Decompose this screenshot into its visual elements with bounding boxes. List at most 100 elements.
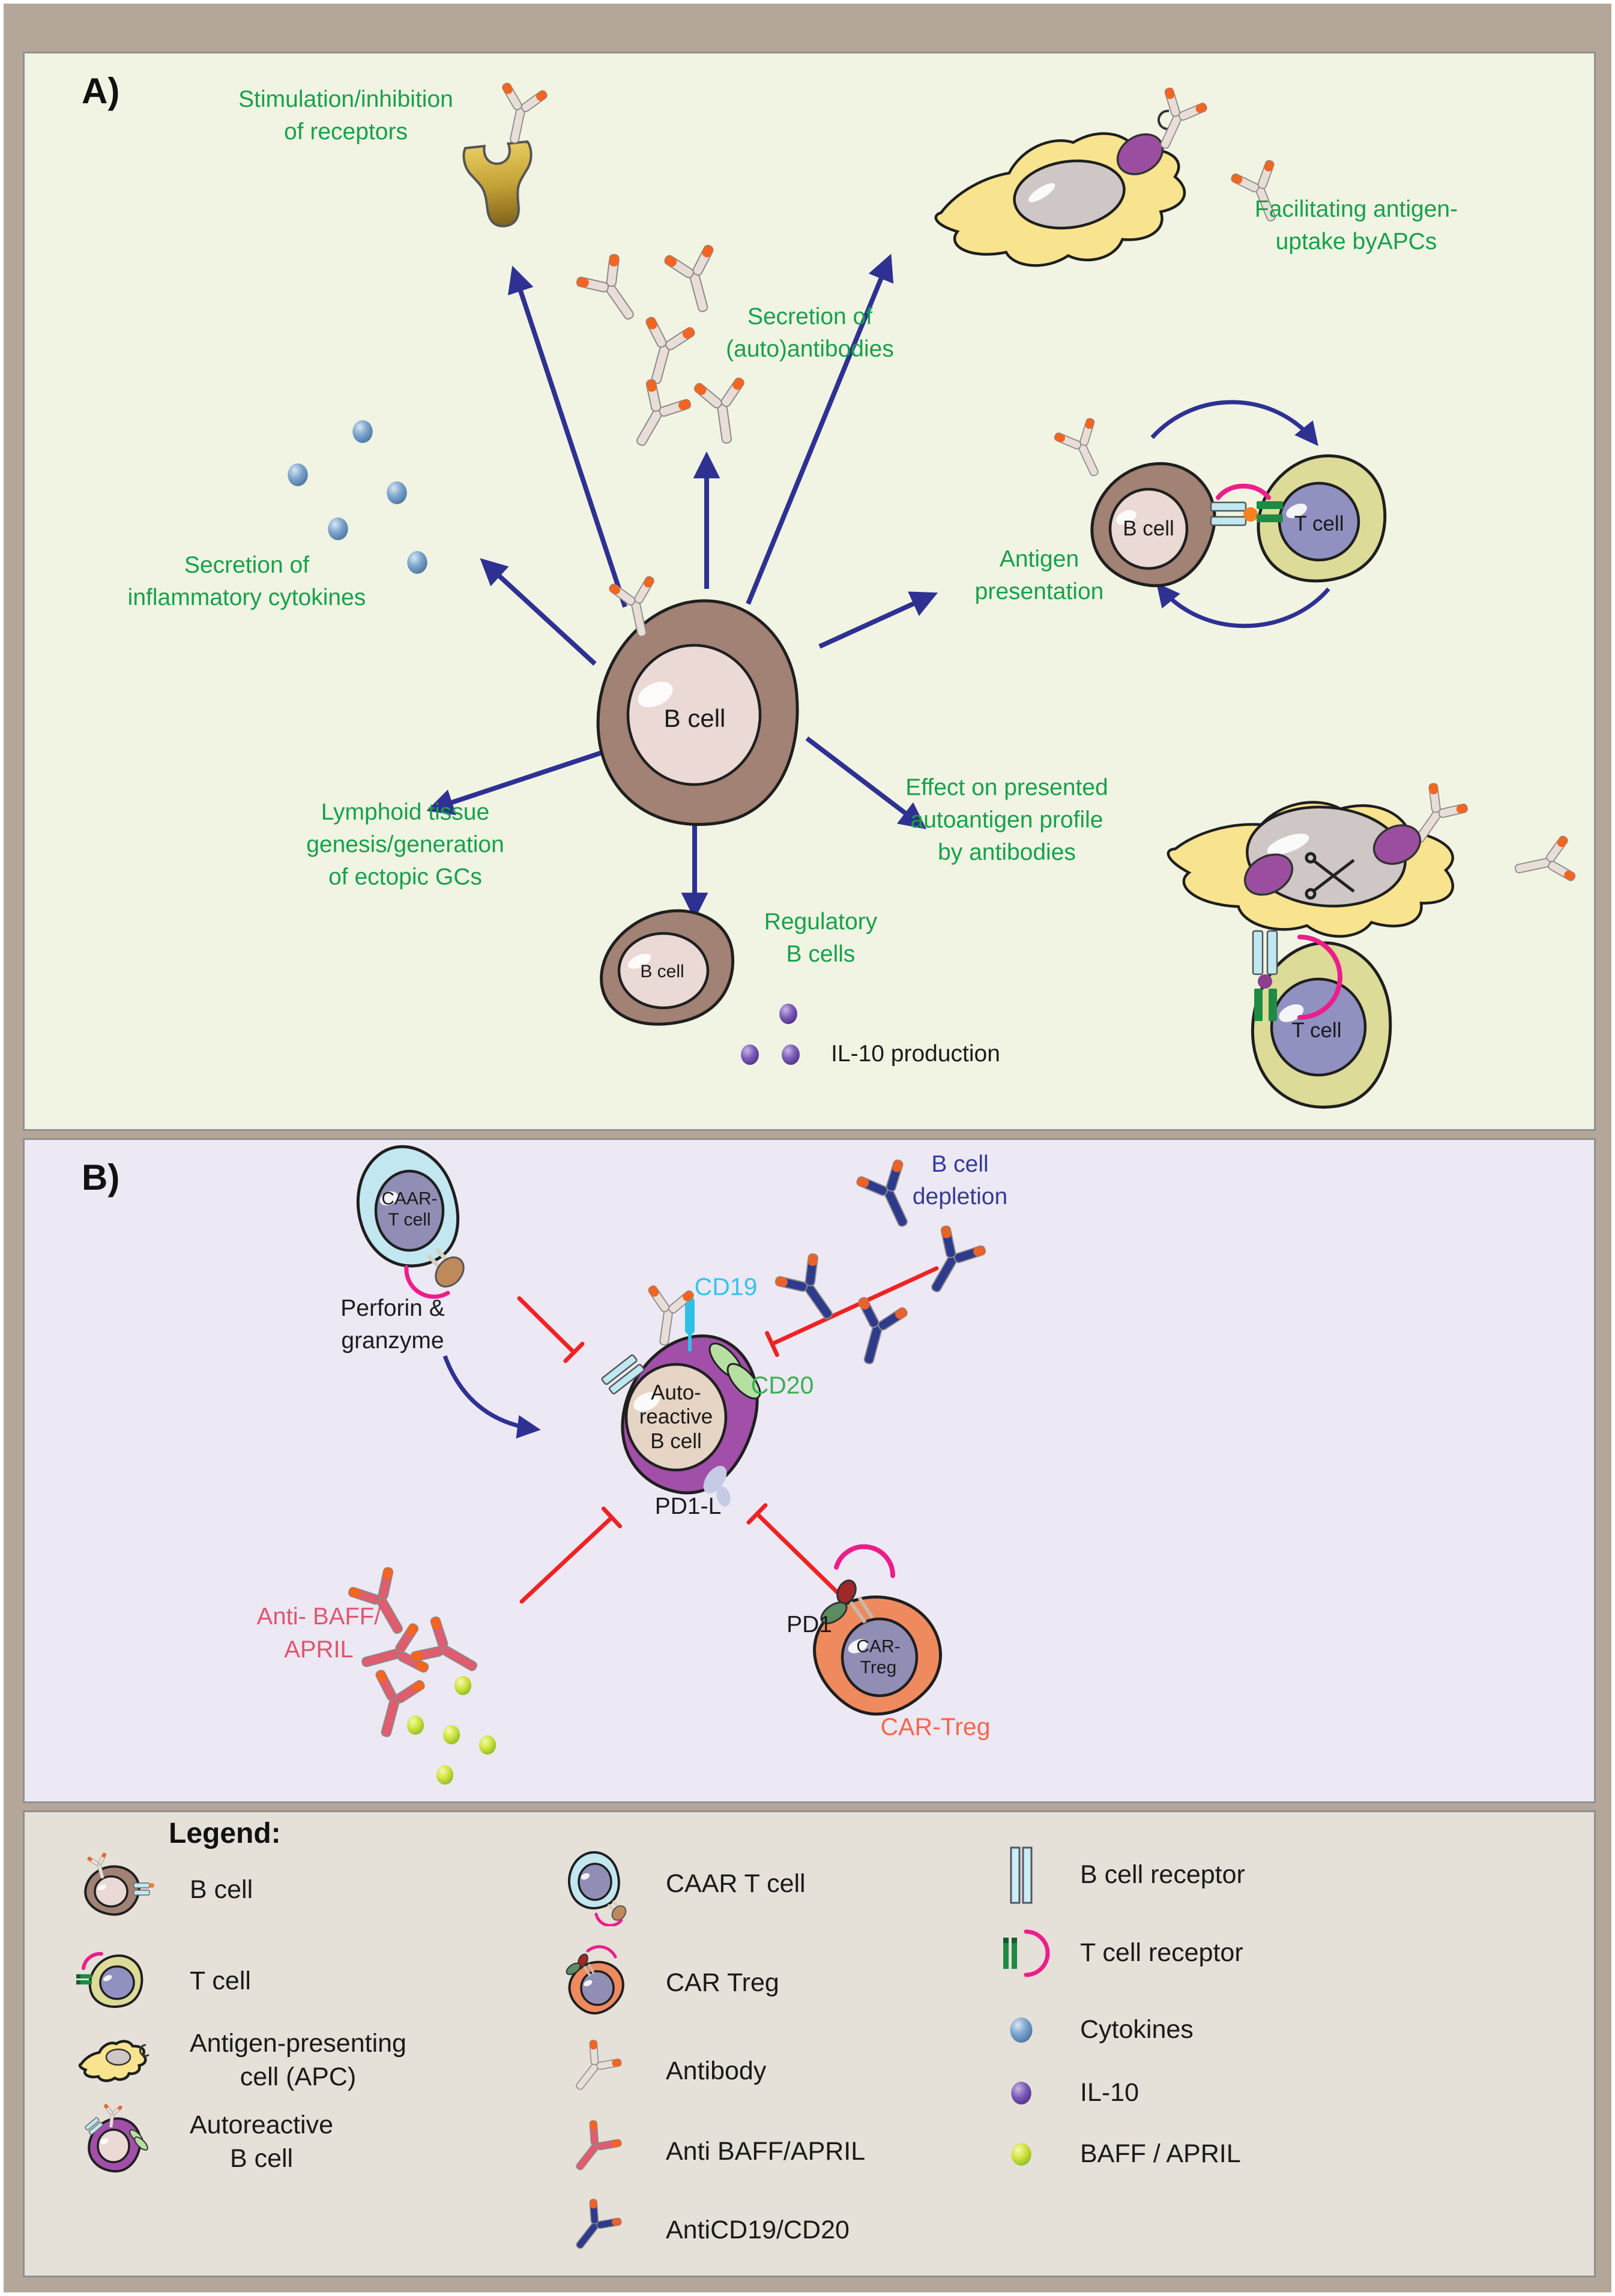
b-cell-receptor-antibody-icon — [1054, 418, 1099, 477]
cytokine-icon — [407, 551, 427, 574]
antibody-icon — [636, 379, 692, 446]
b-cell-receptor-antibody-icon — [609, 576, 654, 637]
legend-label: B cell — [190, 1875, 253, 1905]
receptor-icon — [462, 140, 533, 227]
annotation-pd1l: PD1-L — [654, 1493, 722, 1520]
anti-baff-april-icon — [348, 1567, 403, 1634]
legend-label: CAAR T cell — [666, 1869, 806, 1899]
cell-nucleus — [626, 643, 762, 786]
baff-april-icon — [406, 1716, 424, 1735]
legend-title: Legend: — [169, 1818, 281, 1849]
legend-label: Antigen-presenting cell (APC) — [190, 2029, 406, 2091]
antibody-icon — [502, 82, 548, 144]
il-10-icon — [741, 1044, 759, 1065]
anti-baff-april-icon — [375, 1669, 425, 1737]
receptor-arc-icon — [1024, 1929, 1050, 1977]
cd19-marker-icon — [685, 1297, 695, 1351]
anti-baff-april-icon — [576, 2120, 622, 2171]
legend-label: Cytokines — [1080, 2015, 1194, 2044]
cell-nucleus — [374, 1169, 445, 1252]
cell-nucleus — [1108, 487, 1189, 570]
t-cell-receptor-icon — [1003, 1938, 1017, 1969]
antibody-icon — [1415, 783, 1468, 843]
antibody-icon — [1231, 160, 1276, 221]
t-cell-receptor-icon — [1003, 1929, 1050, 1977]
anti-baff-april-icon — [361, 1623, 429, 1673]
tcr-bars-icon — [76, 1974, 92, 1984]
cytokine-icon — [328, 517, 348, 540]
il-10-icon — [779, 1004, 797, 1024]
legend-label: Autoreactive B cell — [190, 2111, 334, 2173]
bcr-bars-icon — [601, 1354, 645, 1395]
bcr-bars-icon — [85, 2117, 103, 2135]
antibody-icon — [104, 2104, 122, 2128]
anti-cd19-cd20-icon — [576, 2199, 622, 2249]
anti-cd19-cd20-icon — [931, 1225, 986, 1292]
cytokine-icon — [288, 463, 308, 486]
pd1l-marker-icon — [703, 1466, 731, 1507]
antigen-icon — [1372, 824, 1422, 865]
annotation-cd19: CD19 — [694, 1273, 758, 1301]
panel-a: A) Stimulation/inhibition of receptors F… — [23, 52, 1596, 1131]
antibody-icon — [693, 377, 744, 444]
inhibition-arrow — [765, 1266, 939, 1357]
b-cell-receptor-icon — [1010, 1846, 1033, 1904]
apc-icon — [73, 2019, 157, 2103]
legend-label: IL-10 — [1080, 2078, 1140, 2108]
cytokine-icon — [387, 481, 407, 504]
legend-label: CAR Treg — [666, 1968, 779, 1998]
annotation-secretion-cytokines: Secretion of inflammatory cytokines — [127, 552, 366, 610]
baff-april-icon — [454, 1676, 472, 1695]
cell-nucleus — [578, 1863, 612, 1901]
anti-cd19-cd20-icon — [858, 1297, 908, 1364]
caar-receptor-icon — [607, 1900, 627, 1921]
t-cell-icon — [73, 1939, 157, 2023]
receptor-arc-icon — [594, 1912, 623, 1926]
anti-cd19-cd20-icon — [856, 1159, 908, 1227]
arrow — [746, 253, 894, 605]
receptor-arc-icon — [1216, 483, 1271, 500]
legend-label: T cell — [190, 1966, 251, 1996]
presented-t-cell-label: T cell — [1294, 511, 1344, 535]
cell-nucleus — [624, 1363, 728, 1472]
annotation-stimulation: Stimulation/inhibition of receptors — [238, 86, 453, 145]
car-receptor-icon — [566, 1953, 595, 1977]
antibody-icon — [645, 316, 695, 384]
annotation-antigen-presentation: Antigen presentation — [974, 546, 1104, 604]
cell-nucleus — [1013, 159, 1126, 230]
antibody-icon — [576, 2040, 622, 2090]
caar-t-cell-icon — [553, 1842, 637, 1926]
baff-april-icon — [1011, 2143, 1031, 2166]
panel-b-art — [25, 1140, 1594, 1801]
car-treg-icon — [553, 1941, 637, 2025]
anti-baff-april-icon — [410, 1616, 477, 1671]
cell-nucleus — [105, 2048, 131, 2066]
annotation-b-cell-depletion: B cell depletion — [912, 1151, 1008, 1210]
il-10-icon — [782, 1044, 800, 1065]
panel-a-art — [288, 53, 1594, 1129]
curved-arrow — [1150, 400, 1318, 447]
receptor-arc-icon — [1297, 935, 1342, 1020]
arrow — [507, 265, 627, 608]
legend-label: Anti BAFF/APRIL — [666, 2137, 866, 2166]
receptor-arc-icon — [834, 1544, 896, 1578]
b-cell-receptor-antibody-icon — [648, 1285, 694, 1346]
il-10-icon — [1011, 2082, 1031, 2105]
receptor-arc-icon — [586, 1945, 617, 1959]
antibody-icon — [1160, 87, 1207, 149]
car-receptor-icon — [820, 1579, 874, 1624]
antigen-icon — [1243, 853, 1294, 896]
scissors-icon — [1305, 852, 1355, 900]
legend-label: T cell receptor — [1080, 1938, 1243, 1968]
baff-april-icon — [436, 1765, 454, 1785]
curved-arrow — [442, 1355, 541, 1439]
caar-receptor-icon — [426, 1247, 465, 1288]
il-10-icon — [1011, 2082, 1031, 2105]
annotation-perforin: Perforin & granzyme — [340, 1295, 445, 1354]
cell-nucleus — [99, 1965, 135, 2000]
cytokines-icon — [1010, 2017, 1033, 2043]
annotation-anti-baff: Anti- BAFF/ APRIL — [256, 1603, 381, 1663]
annotation-facilitating: Facilitating antigen- uptake byAPCs — [1254, 196, 1458, 255]
apc-mouth-icon — [139, 2044, 149, 2057]
